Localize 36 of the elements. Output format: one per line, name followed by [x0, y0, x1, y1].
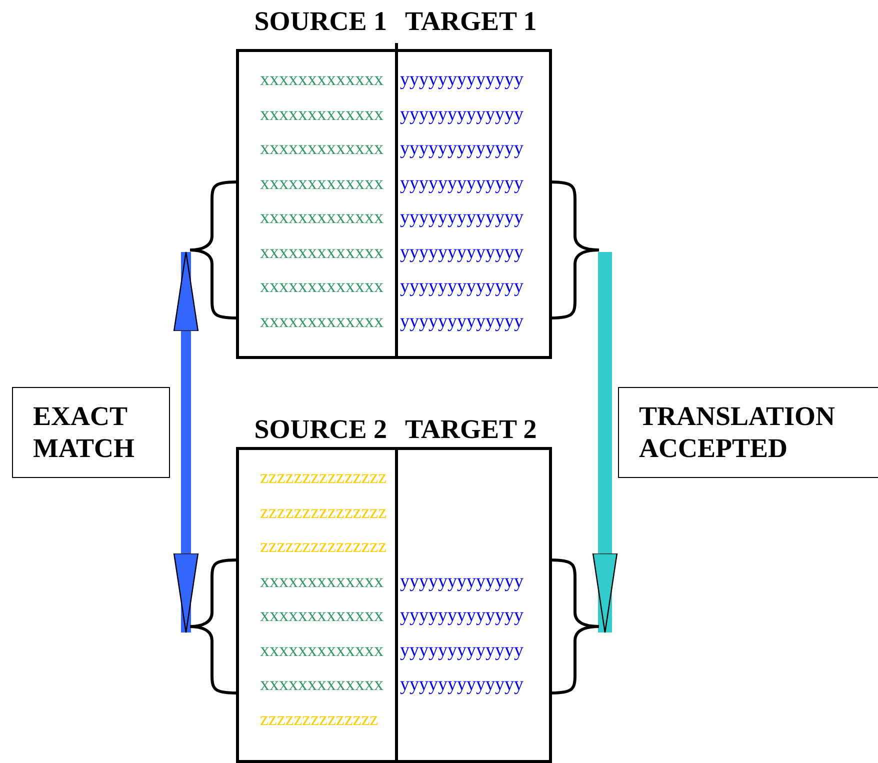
label-box: TRANSLATION ACCEPTED: [618, 387, 878, 478]
cell-text: yyyyyyyyyyyyy: [400, 207, 524, 229]
cell-text: yyyyyyyyyyyyy: [400, 104, 524, 126]
cell-text: xxxxxxxxxxxxx: [260, 69, 384, 91]
column-heading: TARGET 1: [405, 6, 537, 36]
column-heading: SOURCE 2: [254, 414, 387, 444]
column-heading: SOURCE 1: [254, 6, 387, 36]
cell-text: xxxxxxxxxxxxx: [260, 104, 384, 126]
cell-text: xxxxxxxxxxxxx: [260, 674, 384, 696]
cell-text: yyyyyyyyyyyyy: [400, 310, 524, 332]
cell-text: yyyyyyyyyyyyy: [400, 674, 524, 696]
cell-text: xxxxxxxxxxxxx: [260, 310, 384, 332]
column-heading: TARGET 2: [405, 414, 537, 444]
cell-text: xxxxxxxxxxxxx: [260, 276, 384, 298]
cell-text: zzzzzzzzzzzzzzz: [260, 502, 386, 524]
cell-text: yyyyyyyyyyyyy: [400, 276, 524, 298]
cell-text: yyyyyyyyyyyyy: [400, 69, 524, 91]
cell-text: yyyyyyyyyyyyy: [400, 605, 524, 627]
cell-text: yyyyyyyyyyyyy: [400, 640, 524, 662]
cell-text: zzzzzzzzzzzzzzz: [260, 536, 386, 558]
cell-text: yyyyyyyyyyyyy: [400, 138, 524, 160]
cell-text: yyyyyyyyyyyyy: [400, 570, 524, 592]
arrow: [592, 252, 618, 634]
label-box: EXACT MATCH: [12, 387, 170, 478]
cell-text: xxxxxxxxxxxxx: [260, 640, 384, 662]
cell-text: zzzzzzzzzzzzzz: [260, 708, 378, 730]
cell-text: yyyyyyyyyyyyy: [400, 172, 524, 194]
cell-text: xxxxxxxxxxxxx: [260, 605, 384, 627]
cell-text: zzzzzzzzzzzzzzz: [260, 467, 386, 489]
cell-text: yyyyyyyyyyyyy: [400, 242, 524, 264]
double-arrow: [173, 251, 199, 634]
cell-text: xxxxxxxxxxxxx: [260, 570, 384, 592]
cell-text: xxxxxxxxxxxxx: [260, 172, 384, 194]
cell-text: xxxxxxxxxxxxx: [260, 242, 384, 264]
cell-text: xxxxxxxxxxxxx: [260, 138, 384, 160]
cell-text: xxxxxxxxxxxxx: [260, 207, 384, 229]
